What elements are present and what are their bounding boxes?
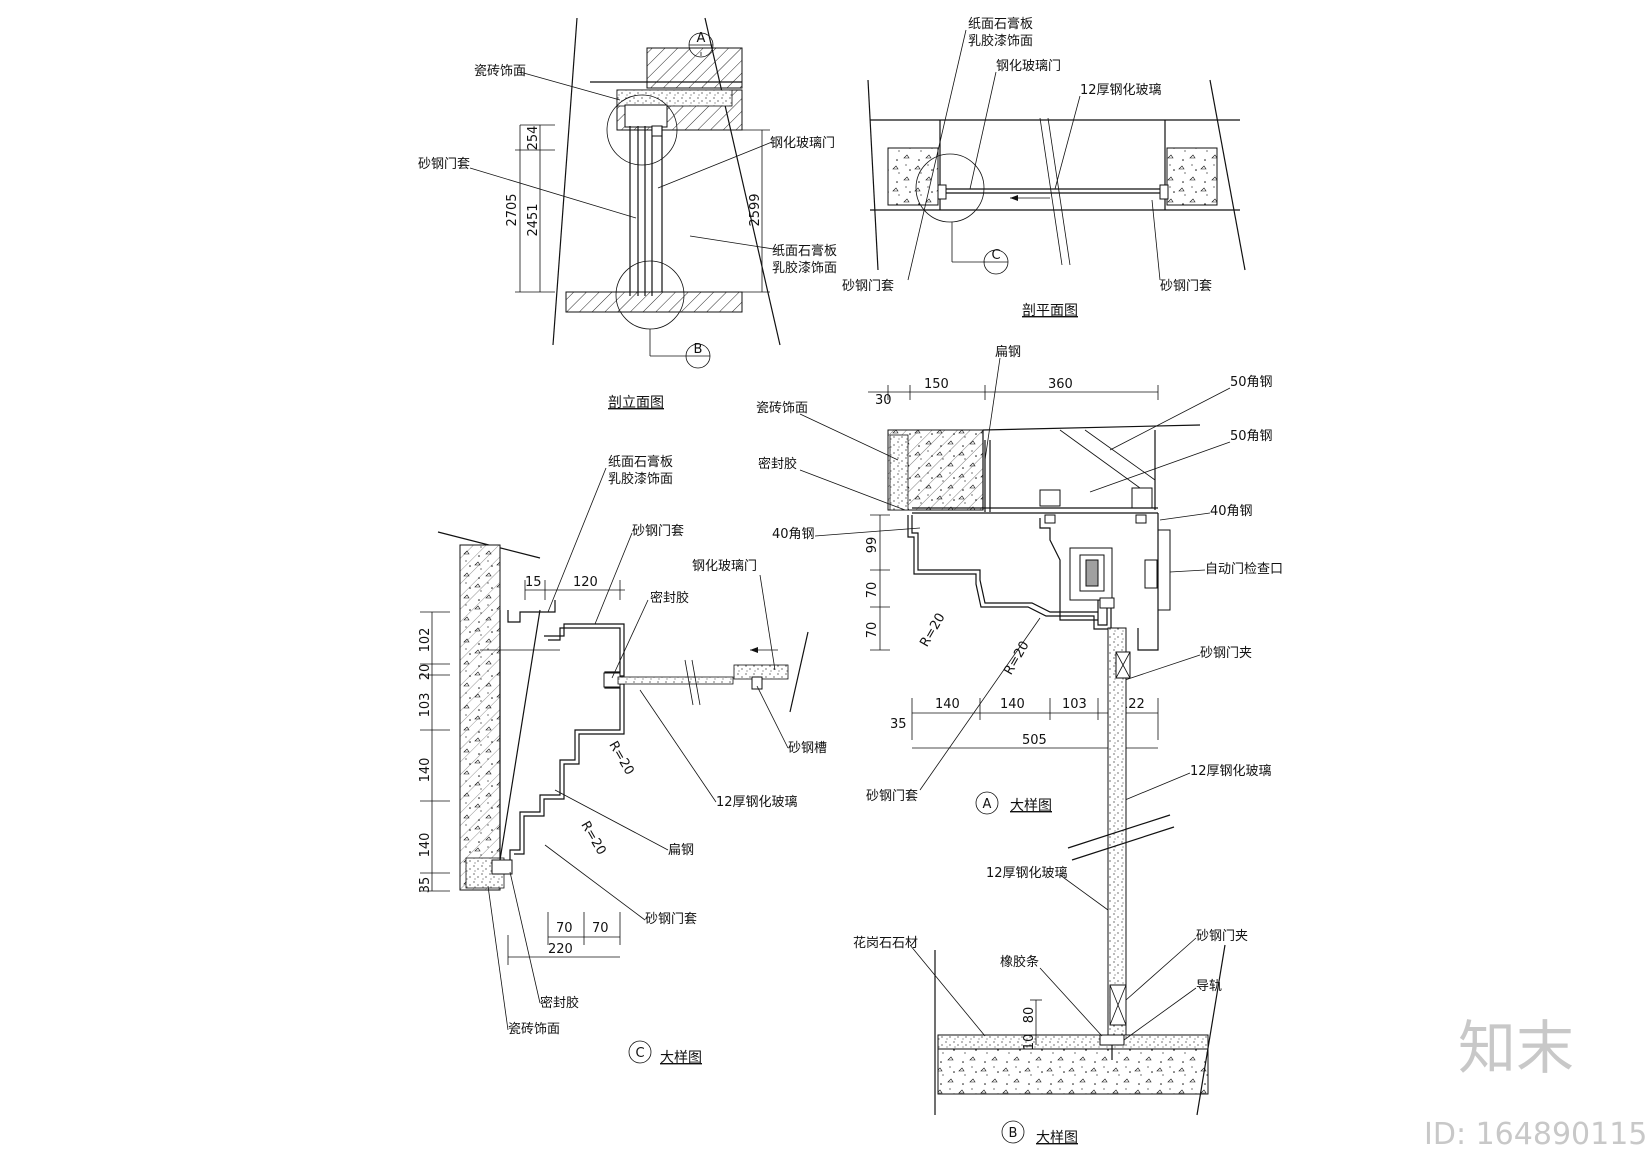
c-label-seal-top: 密封胶	[650, 590, 689, 606]
plan-section: C 纸面石膏板 乳胶漆饰面 钢化玻璃门 12厚钢化玻璃 砂钢门套 砂钢门套 剖平…	[842, 16, 1246, 319]
a-label-seal: 密封胶	[758, 456, 797, 472]
a-dim-99: 99	[865, 537, 880, 554]
c-dim-140b: 140	[418, 833, 433, 858]
plan-label-steel-frame-left: 砂钢门套	[842, 278, 894, 294]
c-title: 大样图	[660, 1050, 702, 1066]
c-label-steel-slot: 砂钢槽	[788, 741, 827, 756]
b-dim-10: 10	[1022, 1034, 1037, 1051]
a-label-door-clamp: 砂钢门夹	[1200, 646, 1252, 661]
watermark-id: ID: 164890115	[1424, 1117, 1647, 1152]
callout-a-letter: A	[697, 31, 706, 46]
c-radius-1: R=20	[605, 739, 636, 778]
a-label-angle-50b: 50角钢	[1230, 429, 1273, 444]
elevation-title: 剖立面图	[608, 395, 664, 411]
plan-label-gypsum-1: 纸面石膏板	[968, 16, 1033, 32]
detail-b: 80 10 12厚钢化玻璃 花岗石石材 橡胶条 砂钢门夹 导轨 B 大样图	[853, 627, 1248, 1146]
b-dim-80: 80	[1022, 1007, 1037, 1024]
a-dim-140a: 140	[935, 697, 960, 712]
a-label-tile-finish: 瓷砖饰面	[756, 401, 808, 416]
a-dim-140b: 140	[1000, 697, 1025, 712]
label-steel-frame: 砂钢门套	[418, 156, 470, 172]
c-label-tile-finish: 瓷砖饰面	[508, 1022, 560, 1037]
c-id: C	[635, 1046, 644, 1061]
c-dim-140a: 140	[418, 758, 433, 783]
detail-a: 30 150 360 99 70 70 R=20	[756, 345, 1283, 815]
a-dim-35: 35	[890, 717, 907, 732]
a-dim-360: 360	[1048, 377, 1073, 392]
c-radius-2: R=20	[577, 819, 608, 858]
c-dim-15: 15	[525, 575, 542, 590]
label-tile-finish: 瓷砖饰面	[474, 64, 526, 79]
dim-254: 254	[526, 126, 541, 151]
c-dim-35: 35	[418, 877, 433, 894]
b-label-door-clamp: 砂钢门夹	[1196, 929, 1248, 944]
a-label-steel-frame: 砂钢门套	[866, 788, 918, 804]
label-gypsum-2: 乳胶漆饰面	[772, 260, 837, 276]
a-dim-70a: 70	[865, 582, 880, 599]
dim-2599: 2599	[748, 193, 763, 226]
c-label-seal-bottom: 密封胶	[540, 995, 579, 1011]
c-dim-103: 103	[418, 693, 433, 718]
a-dim-30: 30	[875, 393, 892, 408]
a-id: A	[983, 797, 992, 812]
b-label-glass-12: 12厚钢化玻璃	[986, 866, 1068, 881]
a-title: 大样图	[1010, 798, 1052, 814]
a-label-door-operator: 自动门检查口	[1205, 562, 1283, 577]
dim-2705: 2705	[505, 193, 520, 226]
c-label-flat-steel: 扁钢	[668, 843, 694, 858]
a-dim-150: 150	[924, 377, 949, 392]
c-dim-220: 220	[548, 942, 573, 957]
label-gypsum-1: 纸面石膏板	[772, 243, 837, 259]
callout-b-letter: B	[694, 342, 703, 357]
c-dim-20: 20	[418, 664, 433, 681]
b-label-guide-rail: 导轨	[1196, 979, 1222, 994]
a-label-angle-40r: 40角钢	[1210, 504, 1253, 519]
a-radius-2: R=20	[1001, 639, 1032, 678]
c-dim-102: 102	[418, 628, 433, 653]
plan-label-steel-frame-right: 砂钢门套	[1160, 278, 1212, 294]
a-dim-505: 505	[1022, 733, 1047, 748]
a-dim-70b: 70	[865, 622, 880, 639]
c-label-gypsum-1: 纸面石膏板	[608, 454, 673, 470]
a-radius-1: R=20	[917, 611, 948, 650]
c-label-steel-frame-bottom: 砂钢门套	[645, 911, 697, 927]
c-label-steel-frame-top: 砂钢门套	[632, 523, 684, 539]
a-label-glass-12: 12厚钢化玻璃	[1190, 764, 1272, 779]
b-title: 大样图	[1036, 1130, 1078, 1146]
elevation-section: A B 254 2451 2705 2599 瓷砖饰面 砂钢门套 钢化玻璃门 纸…	[418, 17, 837, 411]
callout-c-letter: C	[991, 248, 1000, 263]
c-dim-70b: 70	[592, 921, 609, 936]
a-label-angle-50a: 50角钢	[1230, 375, 1273, 390]
plan-label-glass-12: 12厚钢化玻璃	[1080, 83, 1162, 98]
c-label-glass-door: 钢化玻璃门	[692, 559, 757, 574]
b-label-granite: 花岗石石材	[853, 935, 918, 951]
c-label-glass-12: 12厚钢化玻璃	[716, 795, 798, 810]
plan-title: 剖平面图	[1022, 303, 1078, 319]
c-label-gypsum-2: 乳胶漆饰面	[608, 471, 673, 487]
c-dim-120: 120	[573, 575, 598, 590]
b-id: B	[1009, 1126, 1018, 1141]
a-dim-103: 103	[1062, 697, 1087, 712]
watermark: 知末 ID: 164890115	[1424, 1014, 1647, 1152]
plan-label-glass-door: 钢化玻璃门	[996, 59, 1061, 74]
a-label-flat-steel: 扁钢	[995, 345, 1021, 360]
plan-label-gypsum-2: 乳胶漆饰面	[968, 33, 1033, 49]
label-glass-door: 钢化玻璃门	[770, 136, 835, 151]
a-label-angle-40l: 40角钢	[772, 527, 815, 542]
c-dim-70a: 70	[556, 921, 573, 936]
b-label-rubber-strip: 橡胶条	[1000, 954, 1039, 970]
watermark-brand: 知末	[1458, 1014, 1574, 1082]
detail-c: 15 120 102 20 103 140 140 35 R=20 R=20 7…	[418, 454, 827, 1066]
dim-2451: 2451	[526, 203, 541, 236]
